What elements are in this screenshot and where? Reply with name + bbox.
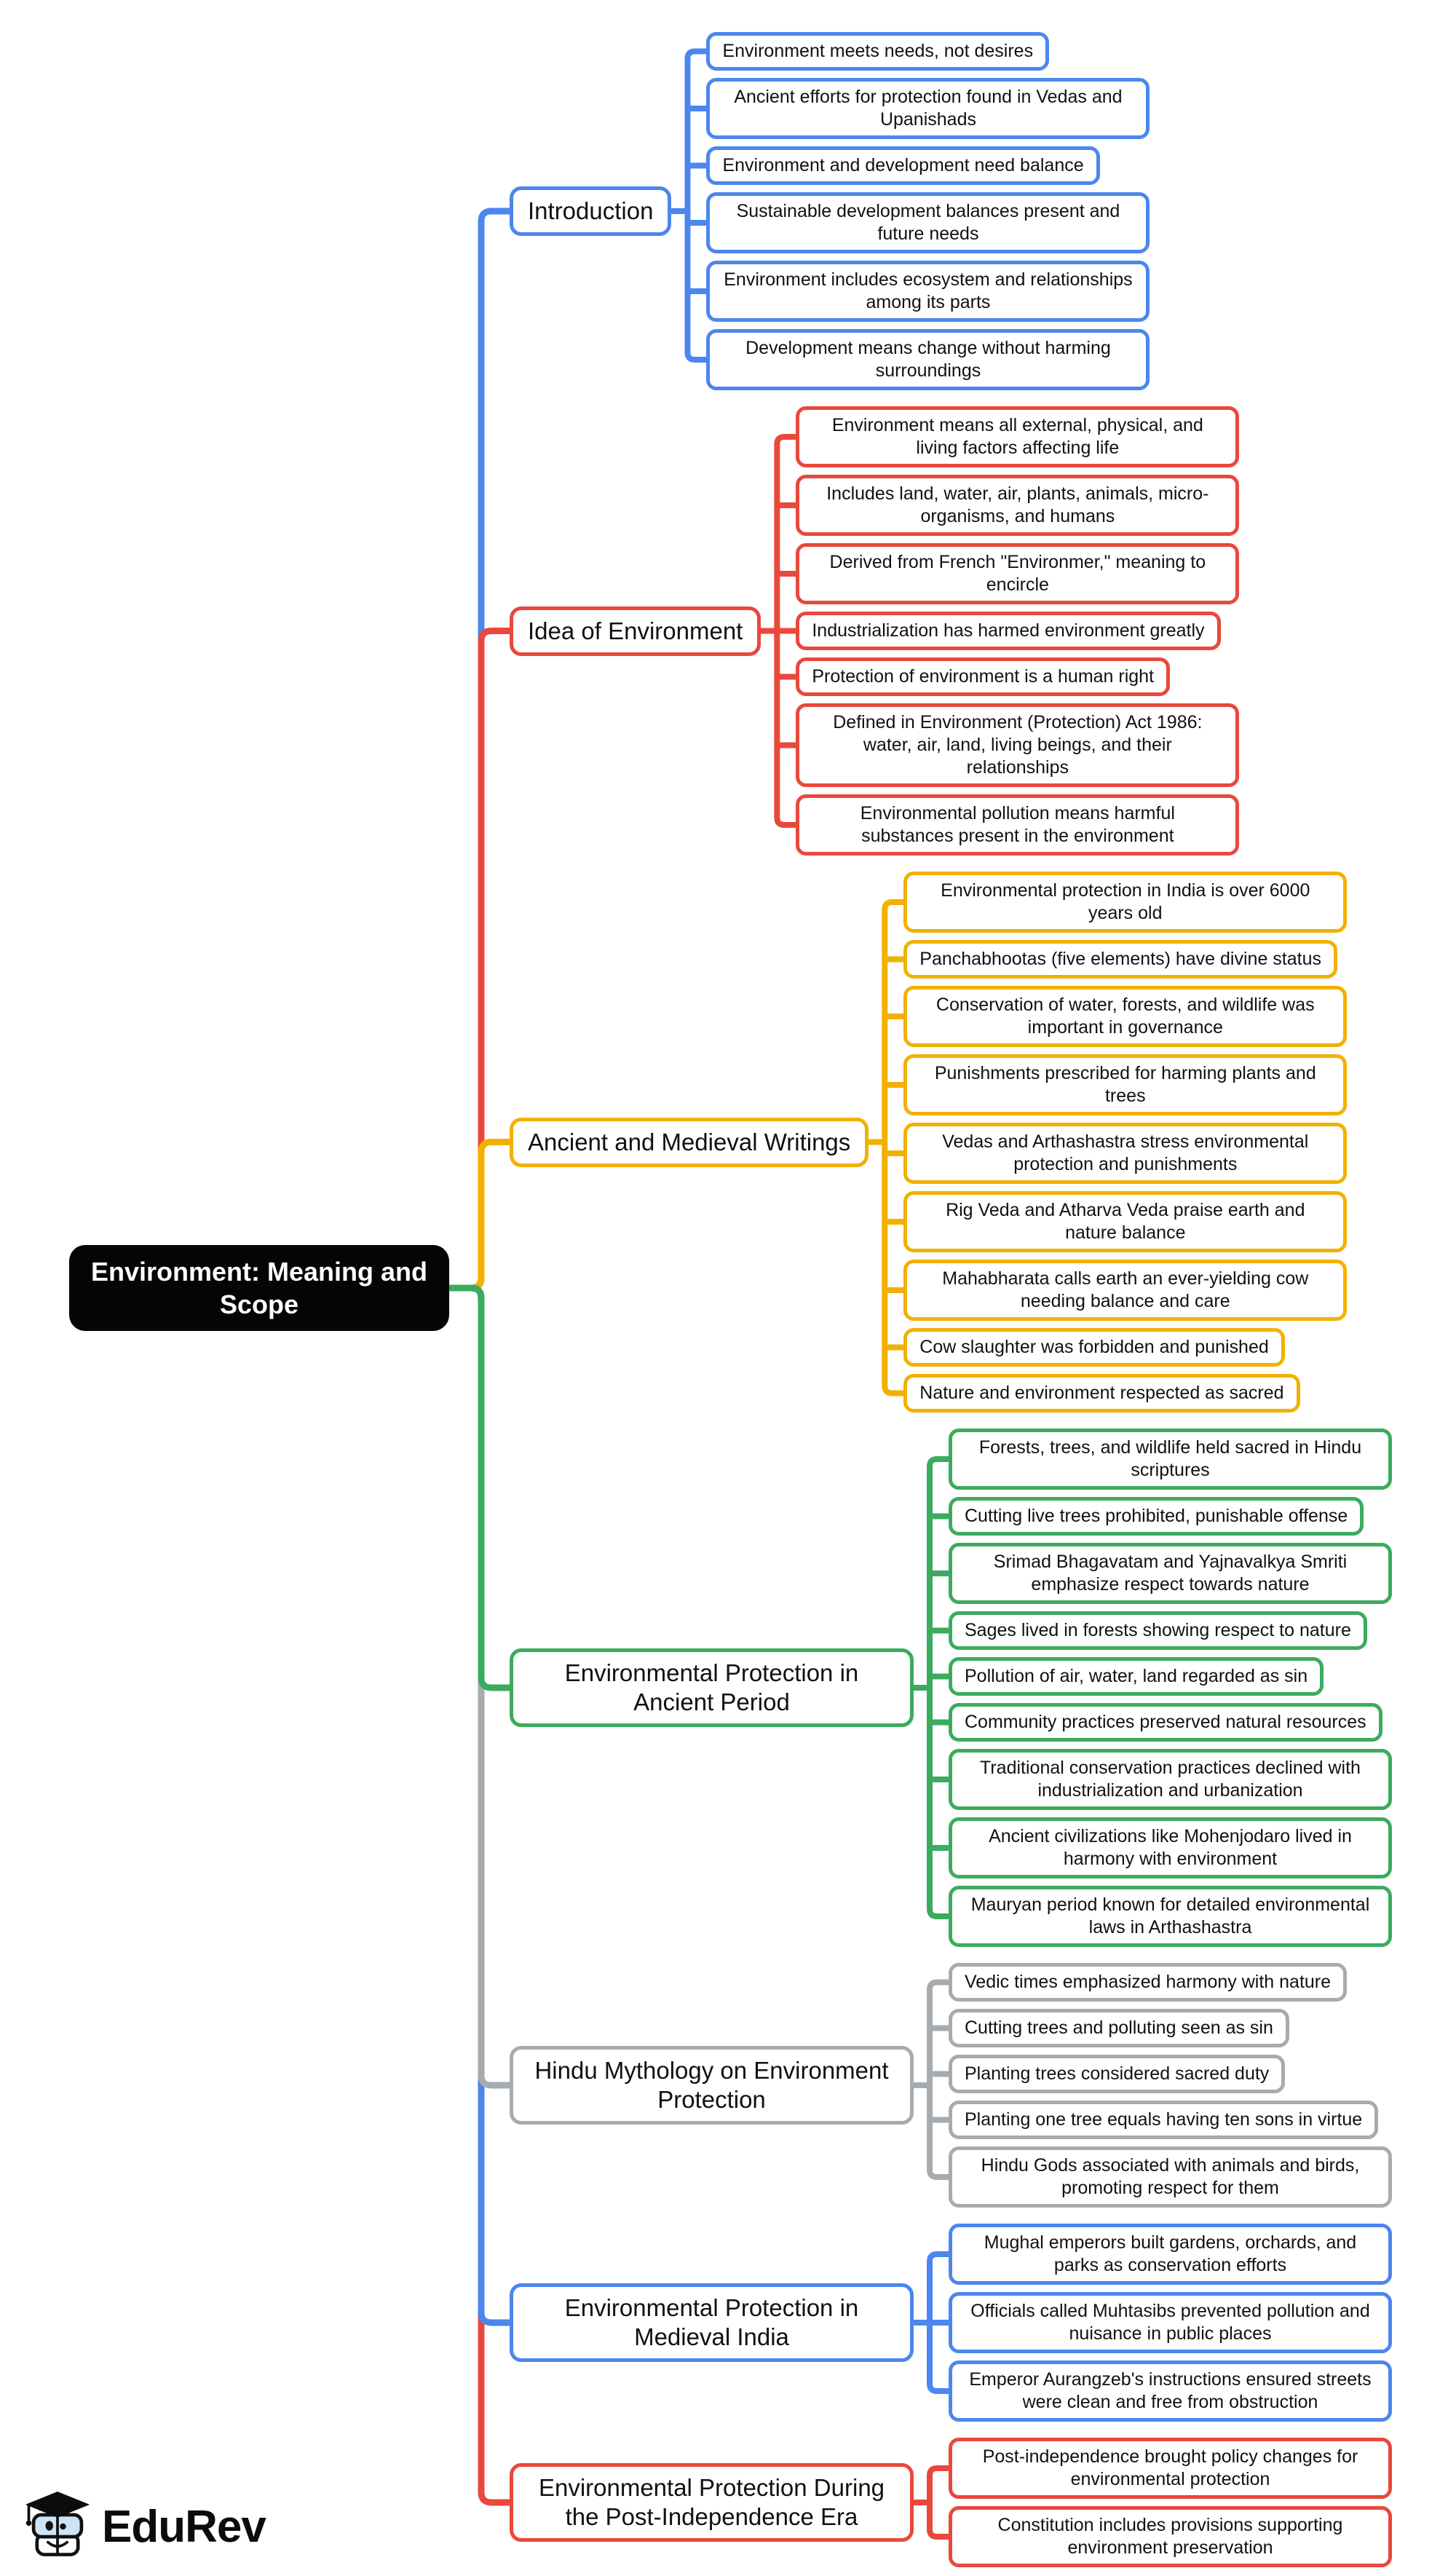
child-node[interactable]: Development means change without harming… [706, 329, 1150, 390]
child-node[interactable]: Vedic times emphasized harmony with natu… [949, 1963, 1348, 2002]
branch: Ancient and Medieval Writings Environment… [510, 872, 1392, 1413]
child-node[interactable]: Traditional conservation practices decli… [949, 1749, 1392, 1810]
child-node[interactable]: Mughal emperors built gardens, orchards,… [949, 2224, 1392, 2285]
child-node[interactable]: Industrialization has harmed environment… [796, 612, 1221, 650]
connector-line [927, 1979, 952, 2180]
child-node[interactable]: Vedas and Arthashastra stress environmen… [903, 1123, 1348, 1184]
child-node[interactable]: Environmental protection in India is ove… [903, 872, 1348, 933]
branch-children: Environmental protection in India is ove… [903, 872, 1348, 1413]
edurev-logo: EduRev [23, 2490, 266, 2563]
child-node[interactable]: Protection of environment is a human rig… [796, 657, 1171, 696]
child-node[interactable]: Cow slaughter was forbidden and punished [903, 1328, 1285, 1367]
child-node[interactable]: Planting one tree equals having ten sons… [949, 2101, 1379, 2139]
child-node[interactable]: Constitution includes provisions support… [949, 2506, 1392, 2567]
child-node[interactable]: Cutting trees and polluting seen as sin [949, 2009, 1289, 2047]
child-node[interactable]: Ancient civilizations like Mohenjodaro l… [949, 1817, 1392, 1878]
branch-label[interactable]: Ancient and Medieval Writings [510, 1117, 869, 1167]
child-node[interactable]: Community practices preserved natural re… [949, 1703, 1382, 1742]
branch: Hindu Mythology on Environment Protectio… [510, 1963, 1392, 2208]
child-node[interactable]: Emperor Aurangzeb's instructions ensured… [949, 2360, 1392, 2422]
child-node[interactable]: Post-independence brought policy changes… [949, 2438, 1392, 2499]
branch-children: Environment means all external, physical… [796, 406, 1240, 856]
root-node[interactable]: Environment: Meaning and Scope [69, 1245, 449, 1331]
edurev-logo-icon [25, 2492, 90, 2556]
child-node[interactable]: Derived from French "Environmer," meanin… [796, 543, 1240, 604]
child-node[interactable]: Punishments prescribed for harming plant… [903, 1054, 1348, 1115]
branch: Idea of Environment Environment means all… [510, 406, 1392, 856]
branch-label[interactable]: Environmental Protection in Medieval Ind… [510, 2283, 914, 2362]
branch-label[interactable]: Introduction [510, 186, 672, 236]
branch: Environmental Protection in Medieval Ind… [510, 2224, 1392, 2422]
child-node[interactable]: Environment includes ecosystem and relat… [706, 261, 1150, 322]
child-node[interactable]: Includes land, water, air, plants, anima… [796, 475, 1240, 536]
child-node[interactable]: Mahabharata calls earth an ever-yielding… [903, 1260, 1348, 1321]
connector-line [882, 899, 907, 1396]
child-node[interactable]: Forests, trees, and wildlife held sacred… [949, 1429, 1392, 1490]
child-node[interactable]: Ancient efforts for protection found in … [706, 78, 1150, 139]
child-node[interactable]: Sustainable development balances present… [706, 192, 1150, 253]
branch: Environmental Protection in Ancient Peri… [510, 1429, 1392, 1947]
child-node[interactable]: Environment meets needs, not desires [706, 32, 1050, 71]
child-node[interactable]: Officials called Muhtasibs prevented pol… [949, 2292, 1392, 2353]
child-node[interactable]: Defined in Environment (Protection) Act … [796, 703, 1240, 787]
child-node[interactable]: Panchabhootas (five elements) have divin… [903, 940, 1337, 979]
child-node[interactable]: Mauryan period known for detailed enviro… [949, 1886, 1392, 1947]
branch-label[interactable]: Environmental Protection During the Post… [510, 2463, 914, 2542]
child-node[interactable]: Environment means all external, physical… [796, 406, 1240, 467]
child-node[interactable]: Srimad Bhagavatam and Yajnavalkya Smriti… [949, 1543, 1392, 1604]
child-node[interactable]: Sages lived in forests showing respect t… [949, 1611, 1367, 1650]
child-node[interactable]: Nature and environment respected as sacr… [903, 1374, 1300, 1413]
branches-container: Introduction Environment meets needs, not… [510, 32, 1392, 2567]
edurev-logo-text: EduRev [102, 2501, 266, 2552]
branch-label[interactable]: Idea of Environment [510, 606, 761, 656]
branch: Environmental Protection During the Post… [510, 2438, 1392, 2567]
branch-children: Vedic times emphasized harmony with natu… [949, 1963, 1392, 2208]
branch-label[interactable]: Hindu Mythology on Environment Protectio… [510, 2046, 914, 2125]
child-node[interactable]: Hindu Gods associated with animals and b… [949, 2146, 1392, 2208]
branch-children: Post-independence brought policy changes… [949, 2438, 1392, 2567]
branch-children: Forests, trees, and wildlife held sacred… [949, 1429, 1392, 1947]
child-node[interactable]: Pollution of air, water, land regarded a… [949, 1657, 1324, 1696]
child-node[interactable]: Environment and development need balance [706, 146, 1100, 185]
connector-line [446, 1139, 513, 1292]
child-node[interactable]: Conservation of water, forests, and wild… [903, 986, 1348, 1047]
connector-line [446, 1284, 513, 1691]
child-node[interactable]: Planting trees considered sacred duty [949, 2055, 1286, 2093]
child-node[interactable]: Cutting live trees prohibited, punishabl… [949, 1497, 1364, 1536]
child-node[interactable]: Rig Veda and Atharva Veda praise earth a… [903, 1191, 1348, 1252]
connector-line [684, 48, 710, 363]
branch: Introduction Environment meets needs, not… [510, 32, 1392, 390]
branch-children: Mughal emperors built gardens, orchards,… [949, 2224, 1392, 2422]
branch-label[interactable]: Environmental Protection in Ancient Peri… [510, 1648, 914, 1727]
child-node[interactable]: Environmental pollution means harmful su… [796, 794, 1240, 856]
